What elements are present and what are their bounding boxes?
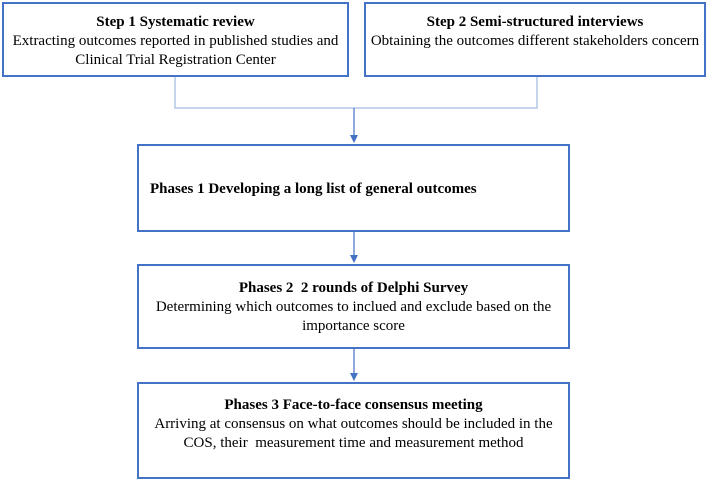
phase1-title: Phases 1 Developing a long list of gener…: [150, 181, 477, 197]
phase3-title: Phases 3 Face-to-face consensus meeting: [224, 397, 483, 413]
phase2-description: Determining which outcomes to inclued an…: [155, 299, 552, 334]
phase1-long-list-box: Phases 1 Developing a long list of gener…: [137, 144, 570, 232]
step2-title: Step 2 Semi-structured interviews: [426, 14, 644, 30]
step2-description: Obtaining the outcomes different stakeho…: [370, 33, 700, 49]
step2-interviews-box: Step 2 Semi-structured interviews Obtain…: [364, 2, 706, 77]
step1-description: Extracting outcomes reported in publishe…: [12, 33, 339, 68]
phase3-consensus-meeting-box: Phases 3 Face-to-face consensus meeting …: [137, 382, 570, 479]
phase2-delphi-survey-box: Phases 2 2 rounds of Delphi Survey Deter…: [137, 264, 570, 349]
phase2-title: Phases 2 2 rounds of Delphi Survey: [238, 280, 469, 296]
phase3-description: Arriving at consensus on what outcomes s…: [154, 416, 557, 451]
step1-title: Step 1 Systematic review: [96, 14, 255, 30]
merge-bracket: [174, 77, 538, 109]
step1-systematic-review-box: Step 1 Systematic review Extracting outc…: [2, 2, 349, 77]
